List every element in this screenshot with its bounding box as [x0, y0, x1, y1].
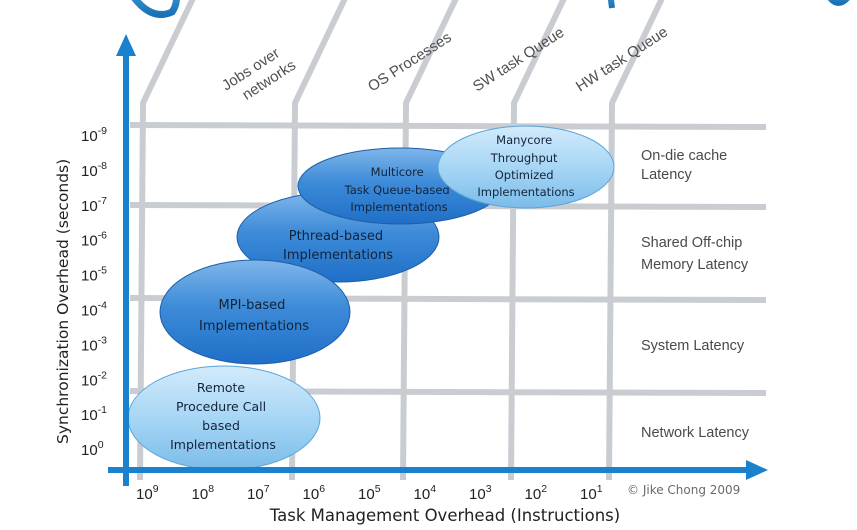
column-label-sw-task-queue: SW task Queue — [470, 24, 567, 95]
x-tick-label: 104 — [414, 483, 437, 503]
x-tick-label: 101 — [580, 483, 603, 503]
y-tick-labels: 10-9 10-8 10-7 10-6 10-5 10-4 10-3 10-2 10-1 100 — [81, 125, 107, 459]
ellipse-rpc: Remote Procedure Call based Implementati… — [127, 365, 321, 471]
y-tick-label: 10-8 — [81, 160, 107, 180]
band-label-on-die-cache: On-die cache Latency — [641, 148, 731, 183]
x-tick-label: 107 — [247, 483, 270, 503]
y-tick-label: 10-4 — [81, 300, 107, 320]
column-divider-1 — [137, 0, 196, 481]
x-tick-label: 102 — [525, 483, 548, 503]
x-tick-label: 108 — [192, 483, 215, 503]
band-labels: On-die cache Latency Shared Off-chip Mem… — [641, 148, 750, 441]
column-label-os-processes: OS Processes — [365, 29, 455, 95]
x-tick-label: 103 — [469, 483, 492, 503]
svg-text:MPI-based Implementati: MPI-based Implementations — [199, 298, 309, 334]
column-divider-5 — [606, 0, 665, 481]
band-label-network-latency: Network Latency — [641, 425, 750, 441]
copyright-credit: © Jike Chong 2009 — [627, 483, 740, 497]
svg-text:Pthread-based Implemen: Pthread-based Implementations — [283, 229, 393, 263]
implementation-ellipses: Pthread-based Implementations Multicore … — [127, 125, 615, 471]
y-tick-label: 10-2 — [81, 369, 107, 389]
ellipse-manycore: Manycore Throughput Optimized Implementa… — [437, 125, 615, 209]
column-label-jobs-over-networks: Jobs over networks — [219, 41, 299, 110]
band-label-system-latency: System Latency — [641, 338, 745, 354]
x-axis-arrowhead — [746, 460, 768, 480]
column-divider-3 — [400, 0, 459, 481]
y-axis-title: Synchronization Overhead (seconds) — [54, 159, 72, 444]
y-tick-label: 10-7 — [81, 195, 107, 215]
band-line-1 — [129, 122, 767, 130]
column-labels: Jobs over networks OS Processes SW task … — [219, 23, 671, 110]
x-tick-labels: 109 108 107 106 105 104 103 102 101 — [136, 483, 603, 503]
x-axis-title: Task Management Overhead (Instructions) — [269, 506, 620, 525]
y-tick-label: 10-6 — [81, 230, 107, 250]
svg-text:Manycore Throughput: Manycore Throughput Optimized Implementa… — [477, 133, 574, 199]
svg-text:Remote Procedure Call: Remote Procedure Call based Implementati… — [170, 380, 276, 452]
y-tick-label: 10-9 — [81, 125, 107, 145]
band-label-shared-off-chip: Shared Off-chip Memory Latency — [641, 235, 749, 273]
x-tick-label: 109 — [136, 483, 159, 503]
title-fragment — [131, 0, 850, 18]
axes — [108, 34, 768, 486]
x-tick-label: 105 — [358, 483, 381, 503]
y-tick-label: 10-3 — [81, 334, 107, 354]
y-tick-label: 100 — [81, 439, 104, 459]
y-tick-label: 10-1 — [81, 404, 107, 424]
svg-text:Multicore Task Queue-b: Multicore Task Queue-based Implementatio… — [344, 165, 454, 214]
y-axis-arrowhead — [116, 34, 136, 56]
x-tick-label: 106 — [303, 483, 326, 503]
column-divider-4 — [508, 0, 567, 481]
y-tick-label: 10-5 — [81, 265, 107, 285]
ellipse-mpi: MPI-based Implementations — [159, 259, 351, 365]
